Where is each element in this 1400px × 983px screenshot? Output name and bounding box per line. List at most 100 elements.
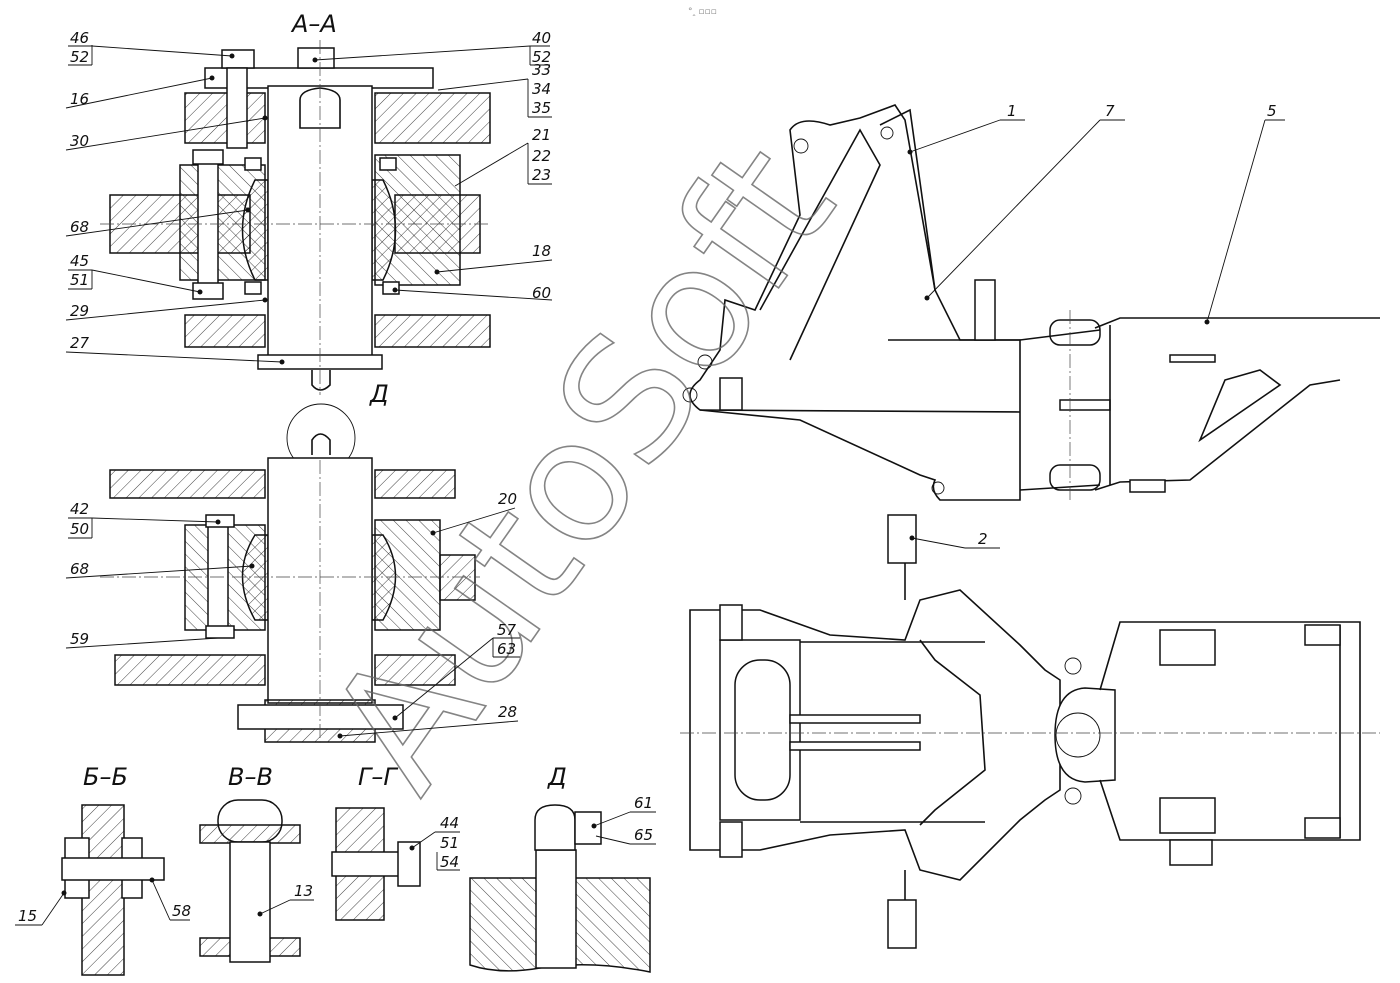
label-7: 7	[1105, 102, 1115, 120]
front-frame-stiffener	[974, 279, 996, 341]
grease-fitting-top	[311, 370, 331, 391]
plan-bracket-2	[719, 821, 743, 858]
plan-bracket-1	[719, 604, 743, 641]
label-52a: 52	[70, 48, 89, 66]
rear-frame-slot	[1169, 354, 1216, 363]
section-d-title: Д	[547, 763, 567, 791]
front-frame-nose	[919, 639, 986, 826]
rear-plan-corner-lower	[1304, 817, 1341, 839]
rear-plan-foot	[1169, 839, 1213, 866]
seal-left-bottom	[244, 281, 262, 295]
bolt-head-46	[221, 49, 255, 69]
bb-pin-15	[61, 857, 165, 881]
corner-mark: °‸ ▫▫▫	[688, 7, 717, 17]
nut-45	[192, 282, 224, 300]
cross-member-1	[789, 714, 921, 724]
rear-frame-outline	[1094, 317, 1380, 491]
label-30: 30	[70, 132, 89, 150]
hole-1	[793, 138, 809, 154]
label-57: 57	[497, 621, 517, 639]
section-vv-title: В–В	[228, 763, 273, 791]
d-cap-61	[574, 811, 602, 845]
cross-bolt-57	[237, 704, 404, 730]
label-22: 22	[532, 147, 551, 165]
articulation-pin-upper	[1064, 657, 1082, 675]
section-gg: Г–Г	[331, 763, 421, 921]
gg-nut-44	[397, 841, 421, 887]
section-gg-title: Г–Г	[358, 763, 398, 791]
section-bb-title: Б–Б	[83, 763, 128, 791]
front-frame-outline	[689, 104, 1021, 501]
lower-mid-frame-right	[439, 554, 476, 601]
articulation-pin-lower	[1064, 787, 1082, 805]
lower-upper-plate-left	[109, 469, 266, 499]
detail-d-callout: Д	[369, 380, 389, 408]
part-labels: 46 52 16 30 68 45 51 29 27 40 52 33 34 3…	[18, 29, 1277, 925]
rear-frame-plan	[1099, 621, 1361, 841]
seal-right-bottom	[382, 281, 400, 295]
callout-dots	[61, 53, 1210, 917]
front-frame-plan	[689, 589, 1061, 881]
hinge-pin-mid	[1059, 399, 1111, 411]
front-frame-arm	[759, 128, 881, 361]
articulation-hub	[1055, 712, 1101, 758]
label-50: 50	[70, 520, 89, 538]
bolt-shaft-45	[197, 157, 219, 289]
section-vv: В–В	[199, 763, 301, 963]
lower-bearing-right	[371, 534, 397, 621]
lower-bearing-left	[241, 534, 269, 621]
hinge-lower	[1049, 464, 1101, 491]
vv-pin-13	[229, 841, 271, 963]
label-51a: 51	[70, 271, 89, 289]
label-21: 21	[532, 126, 551, 144]
label-52b: 52	[532, 48, 551, 66]
label-65: 65	[634, 826, 653, 844]
hole-2	[697, 354, 713, 370]
articulation-joint	[1054, 687, 1116, 783]
label-27: 27	[70, 334, 90, 352]
rear-frame-foot	[1129, 479, 1166, 493]
bearing-left	[241, 179, 269, 281]
section-aa-title: А–А	[290, 10, 337, 38]
label-5: 5	[1267, 102, 1277, 120]
label-59: 59	[70, 630, 89, 648]
label-20: 20	[498, 490, 517, 508]
label-34: 34	[532, 80, 551, 98]
label-42: 42	[70, 500, 89, 518]
label-40: 40	[532, 29, 551, 47]
upper-frame-left	[184, 92, 266, 144]
label-54: 54	[440, 853, 459, 871]
label-45: 45	[70, 252, 89, 270]
d-elbow	[534, 804, 576, 851]
label-51b: 51	[440, 834, 459, 852]
label-33: 33	[532, 61, 551, 79]
label-68a: 68	[70, 218, 89, 236]
lower-nut-59	[205, 625, 235, 639]
label-16: 16	[70, 90, 89, 108]
gg-bolt-shaft	[331, 851, 401, 877]
leaders	[15, 45, 1285, 926]
bolt-head-45	[192, 149, 224, 165]
label-61: 61	[634, 794, 653, 812]
hole-5	[880, 126, 894, 140]
pin-top-cavity	[299, 87, 341, 129]
hole-4	[931, 481, 945, 495]
hole-3	[682, 387, 698, 403]
label-29: 29	[70, 302, 89, 320]
d-fitting-body	[535, 849, 577, 969]
rear-frame-cutout	[1198, 369, 1282, 443]
seal-right-top	[379, 157, 397, 171]
side-view	[682, 104, 1380, 501]
rear-plan-corner-upper	[1304, 624, 1341, 646]
section-bb: Б–Б	[61, 763, 165, 976]
section-lower: Д	[100, 380, 480, 745]
label-63: 63	[497, 640, 516, 658]
lower-bolt-42	[207, 519, 229, 631]
label-28: 28	[498, 703, 517, 721]
front-frame-post	[879, 108, 936, 291]
label-13: 13	[294, 882, 313, 900]
upper-frame-right	[374, 92, 491, 144]
label-18: 18	[532, 242, 551, 260]
section-d: Д	[469, 763, 651, 973]
